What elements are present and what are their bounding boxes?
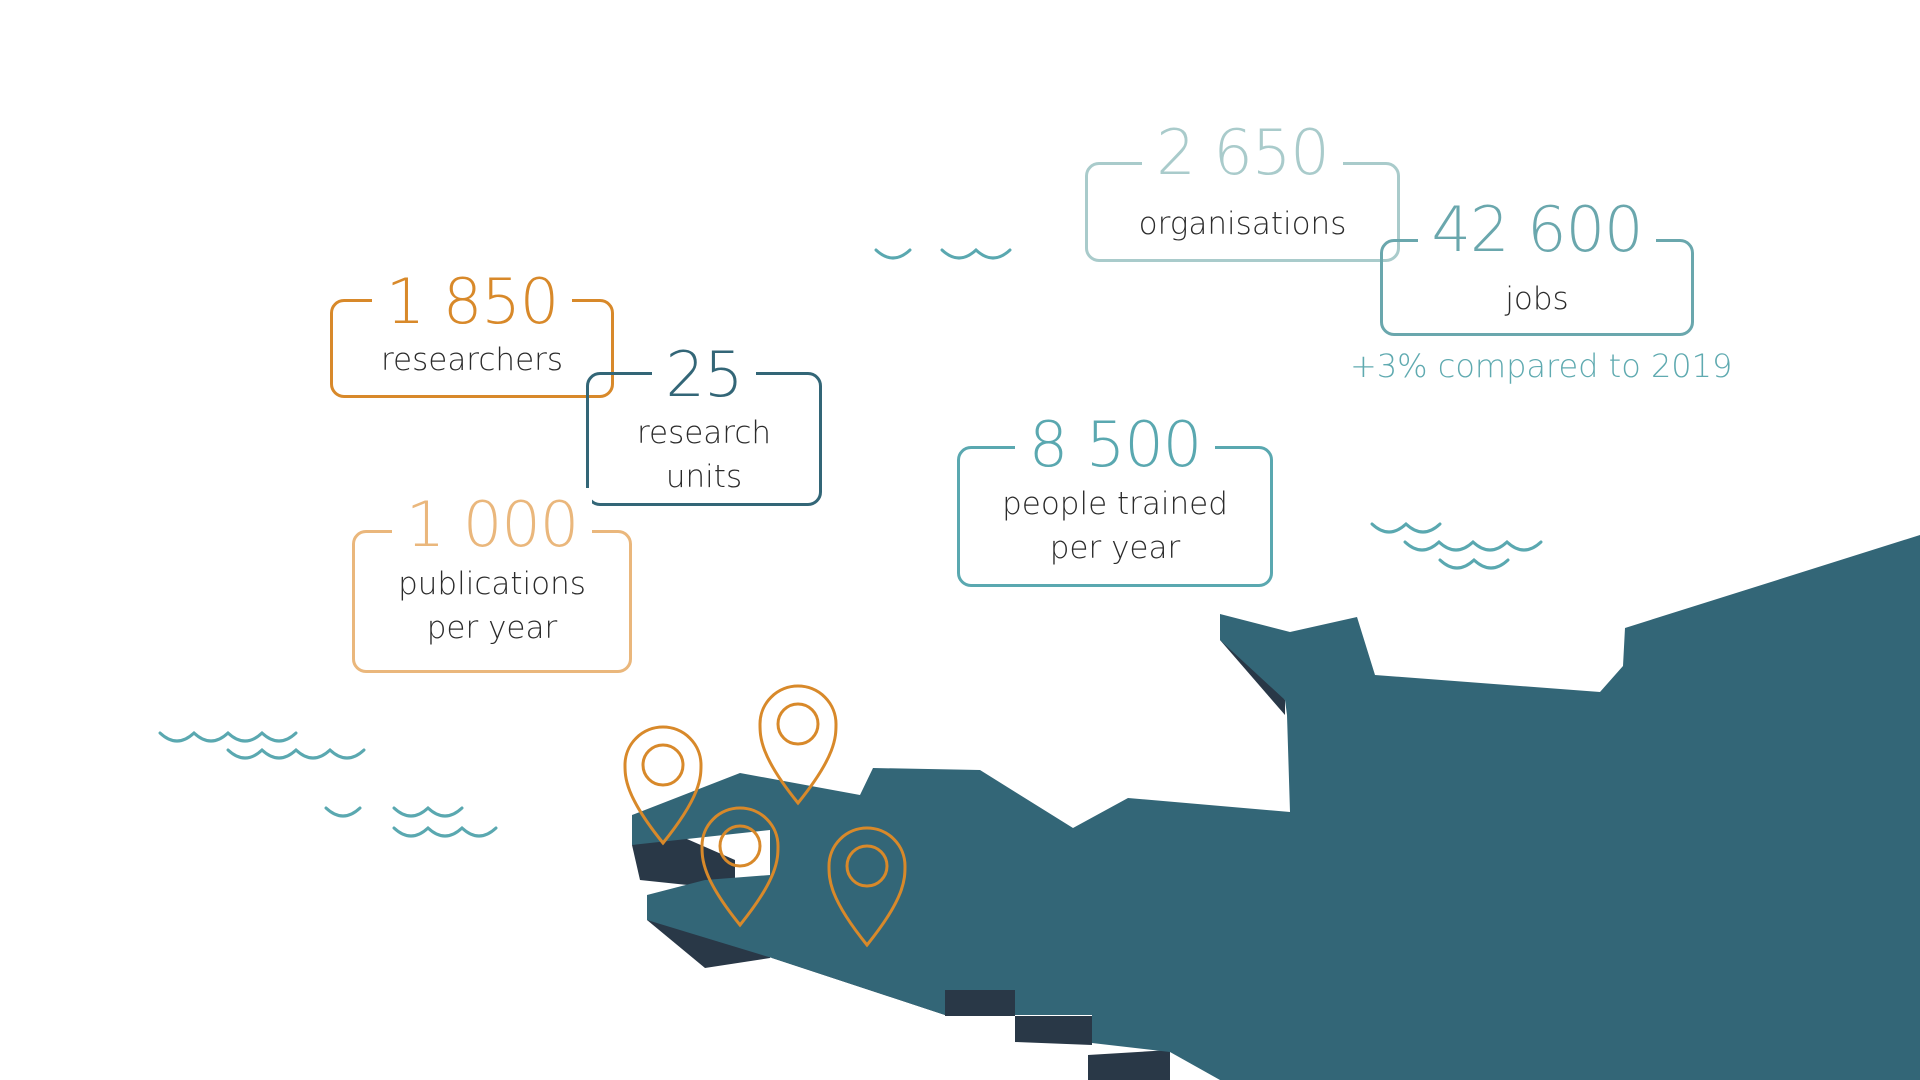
jobs-growth-note: +3% compared to 2019 xyxy=(1350,347,1733,385)
people-trained-label-line1: people trained xyxy=(1002,486,1228,522)
location-pin-icon xyxy=(700,806,780,928)
brittany-map-land xyxy=(632,535,1920,1080)
research-units-value: 25 xyxy=(586,338,822,411)
research-units-label-line2: units xyxy=(665,459,743,495)
location-pin-icon xyxy=(827,826,907,948)
jobs-value: 42 600 xyxy=(1380,193,1694,266)
stat-research-units: 25 research units xyxy=(586,338,822,506)
wave-icon xyxy=(158,247,1543,838)
stat-publications: 1 000 publications per year xyxy=(352,488,632,673)
location-pin-icon xyxy=(758,684,838,806)
researchers-label: researchers xyxy=(380,342,564,378)
organisations-label: organisations xyxy=(1138,206,1347,242)
researchers-value: 1 850 xyxy=(330,265,614,338)
people-trained-value: 8 500 xyxy=(957,408,1273,481)
publications-label-line2: per year xyxy=(426,610,558,646)
publications-label-line1: publications xyxy=(398,566,586,602)
jobs-label: jobs xyxy=(1505,281,1569,317)
stat-organisations: 2 650 organisations xyxy=(1085,116,1400,262)
people-trained-label-line2: per year xyxy=(1049,530,1181,566)
research-units-label-line1: research xyxy=(636,415,772,451)
stat-researchers: 1 850 researchers xyxy=(330,265,614,398)
stat-jobs: 42 600 jobs xyxy=(1380,193,1694,336)
stat-people-trained: 8 500 people trained per year xyxy=(957,408,1273,587)
organisations-value: 2 650 xyxy=(1085,116,1400,189)
location-pin-icon xyxy=(623,725,703,846)
publications-value: 1 000 xyxy=(352,488,632,561)
